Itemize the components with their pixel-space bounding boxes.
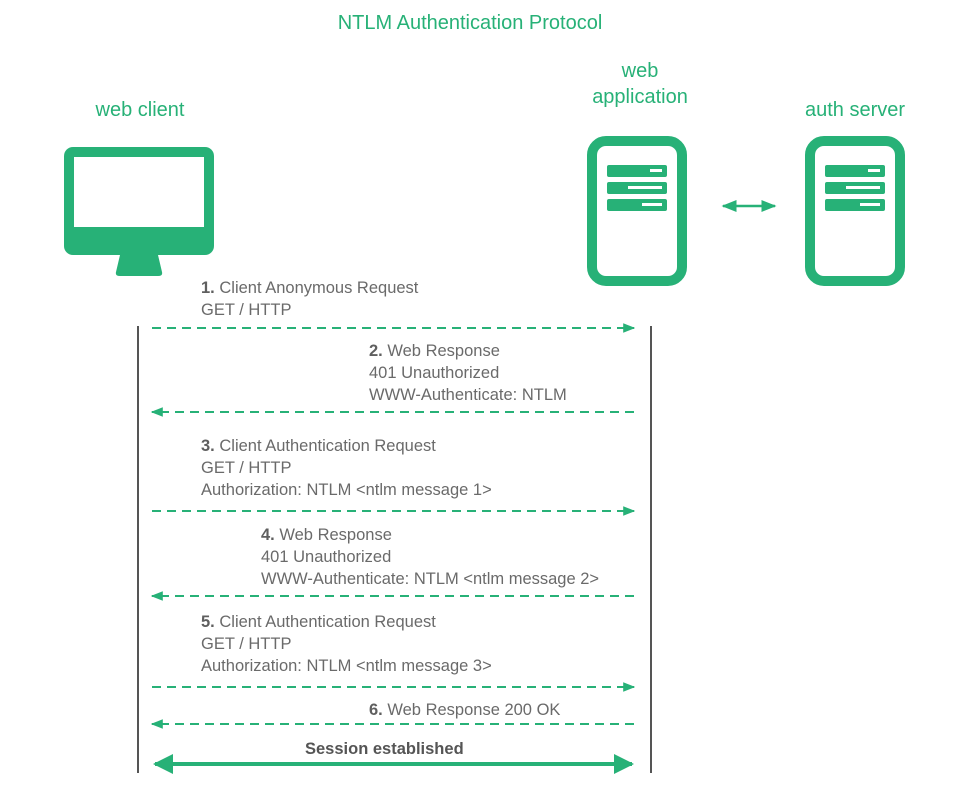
session-established-label: Session established bbox=[305, 740, 464, 758]
message-1-label: 1. Client Anonymous Request GET / HTTP bbox=[201, 277, 418, 321]
message-line: Authorization: NTLM <ntlm message 3> bbox=[201, 657, 492, 675]
message-line: 401 Unauthorized bbox=[261, 548, 392, 566]
message-number: 1. bbox=[201, 279, 215, 297]
message-line: Web Response 200 OK bbox=[387, 701, 561, 719]
web-client-label: web client bbox=[95, 99, 185, 121]
monitor-icon bbox=[64, 147, 214, 276]
message-line: 401 Unauthorized bbox=[369, 364, 500, 382]
message-line: GET / HTTP bbox=[201, 459, 292, 477]
auth-server-icon bbox=[805, 136, 905, 286]
message-line: WWW-Authenticate: NTLM <ntlm message 2> bbox=[261, 570, 600, 588]
message-3-label: 3. Client Authentication Request GET / H… bbox=[201, 435, 492, 501]
message-6-label: 6. Web Response 200 OK bbox=[369, 699, 560, 721]
message-number: 4. bbox=[261, 526, 275, 544]
web-application-label-line2: application bbox=[592, 86, 688, 108]
message-number: 6. bbox=[369, 701, 383, 719]
message-line: Client Authentication Request bbox=[219, 613, 436, 631]
diagram-title: NTLM Authentication Protocol bbox=[337, 12, 603, 34]
message-number: 5. bbox=[201, 613, 215, 631]
message-4-label: 4. Web Response 401 Unauthorized WWW-Aut… bbox=[261, 524, 599, 590]
message-number: 3. bbox=[201, 437, 215, 455]
message-line: Client Anonymous Request bbox=[219, 279, 419, 297]
message-line: Client Authentication Request bbox=[219, 437, 436, 455]
auth-server-label: auth server bbox=[804, 99, 906, 121]
message-line: Authorization: NTLM <ntlm message 1> bbox=[201, 481, 492, 499]
message-line: GET / HTTP bbox=[201, 635, 292, 653]
message-number: 2. bbox=[369, 342, 383, 360]
message-2-label: 2. Web Response 401 Unauthorized WWW-Aut… bbox=[369, 340, 567, 406]
message-5-label: 5. Client Authentication Request GET / H… bbox=[201, 611, 492, 677]
message-line: GET / HTTP bbox=[201, 301, 292, 319]
web-application-server-icon bbox=[587, 136, 687, 286]
message-line: Web Response bbox=[387, 342, 500, 360]
web-application-label: web application bbox=[570, 58, 710, 110]
message-line: Web Response bbox=[279, 526, 392, 544]
web-application-label-line1: web bbox=[621, 60, 659, 82]
message-line: WWW-Authenticate: NTLM bbox=[369, 386, 567, 404]
